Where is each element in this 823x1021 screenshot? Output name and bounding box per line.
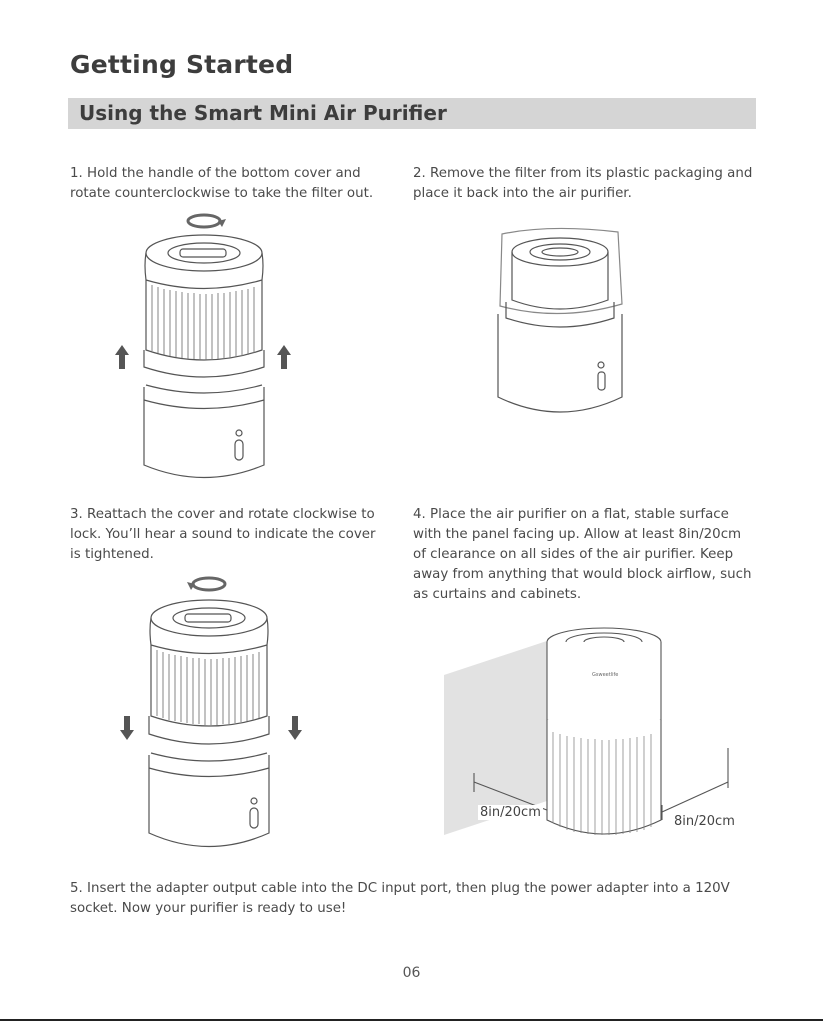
clearance-label-right: 8in/20cm	[672, 814, 737, 829]
page-number: 06	[402, 965, 421, 981]
step-1-text: 1. Hold the handle of the bottom cover a…	[70, 166, 374, 201]
step-4-illustration: Gsweetlife	[444, 627, 729, 835]
step-1-illustration	[115, 213, 291, 479]
section-title: Using the Smart Mini Air Purifier	[79, 101, 447, 125]
step-3-text: 3. Reattach the cover and rotate clockwi…	[70, 507, 376, 562]
rotate-clockwise-icon	[187, 576, 227, 592]
brand-logo: Gsweetlife	[592, 672, 618, 678]
step-2-text: 2. Remove the filter from its plastic pa…	[413, 166, 753, 201]
page-bottom-rule	[0, 1019, 823, 1021]
step-5-text: 5. Insert the adapter output cable into …	[70, 881, 730, 916]
step-2-illustration	[497, 227, 623, 413]
section-header: Using the Smart Mini Air Purifier	[68, 98, 756, 129]
push-down-arrows	[120, 716, 302, 740]
page-title: Getting Started	[70, 50, 294, 79]
step-3-illustration	[120, 576, 302, 848]
lift-up-arrows	[115, 345, 291, 369]
clearance-label-left: 8in/20cm	[478, 805, 543, 820]
rotate-counterclockwise-icon	[186, 213, 226, 229]
step-4-text: 4. Place the air purifier on a flat, sta…	[413, 507, 752, 602]
